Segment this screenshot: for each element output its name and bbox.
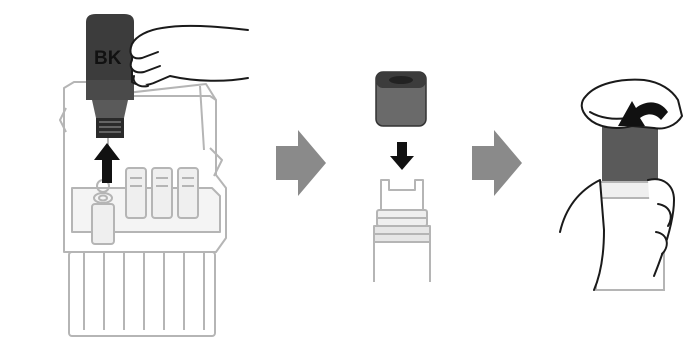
hand-icon — [129, 24, 249, 88]
bottle-cap-icon — [375, 71, 427, 127]
step-arrow-icon — [276, 130, 326, 196]
bottle-color-label: BK — [94, 48, 122, 69]
hand-icon — [559, 178, 675, 291]
down-arrow-icon — [390, 142, 414, 170]
ink-bottle-icon: BK — [86, 14, 134, 138]
bottle-nozzle-icon — [373, 179, 431, 282]
panel-2-cap-and-nozzle — [373, 71, 431, 282]
step-arrow-icon — [472, 130, 522, 196]
ink-tank-unit-icon — [59, 81, 227, 337]
rotate-arrow-icon — [618, 101, 668, 126]
up-arrow-icon — [94, 143, 120, 183]
panel-1-insert-bottle: BK — [59, 14, 249, 337]
panel-3-open-bottle — [559, 78, 683, 291]
ink-bottle-icon — [594, 122, 666, 291]
